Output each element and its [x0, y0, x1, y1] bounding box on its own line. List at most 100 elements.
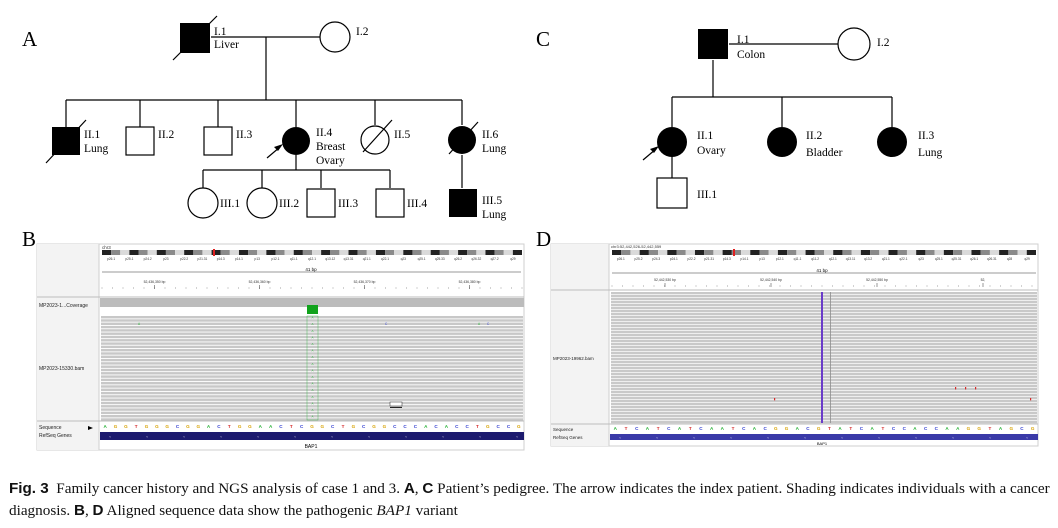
sequence-base: T	[689, 426, 692, 431]
b-refseq-track-label: RefSeq Genes	[39, 433, 72, 439]
ideogram-band	[330, 250, 340, 255]
pedigree-a-III4: III.4	[375, 188, 427, 218]
ideogram-band	[293, 250, 303, 255]
pedigree-c-II3: II.3 Lung	[877, 127, 943, 159]
read	[101, 325, 523, 329]
strand-chevron-icon: ‹	[767, 435, 769, 440]
read	[611, 409, 1037, 412]
proband-arrow-icon	[650, 146, 659, 153]
variant-coverage-bar	[307, 305, 318, 314]
band-label: p25.2	[635, 257, 643, 261]
ideogram-band	[202, 250, 212, 255]
band-label: q25.1	[418, 257, 426, 261]
sequence-base: A	[710, 426, 714, 431]
sequence-base: C	[300, 424, 304, 429]
band-label: p21.31	[198, 257, 208, 261]
svg-text:I.2: I.2	[356, 26, 369, 38]
strand-chevron-icon: ‹	[989, 435, 991, 440]
sequence-base: A	[753, 426, 757, 431]
band-label: q12.1	[308, 257, 316, 261]
variant-base: A	[311, 362, 313, 366]
band-label: q13.11	[846, 257, 856, 261]
strand-chevron-icon: ‹	[257, 434, 259, 439]
pedigree-c-II1: II.1 Ovary	[642, 127, 726, 161]
read	[101, 322, 523, 325]
strand-chevron-icon: ‹	[878, 435, 880, 440]
band-label: q25.33	[435, 257, 445, 261]
b-gene-label: BAP1	[305, 444, 318, 450]
sequence-base: A	[956, 426, 960, 431]
strand-chevron-icon: ‹	[619, 435, 621, 440]
band-label: p14.1	[235, 257, 243, 261]
svg-text:III.4: III.4	[407, 198, 427, 210]
pedigree-a-I2: I.2	[319, 21, 369, 53]
sequence-base: A	[259, 424, 263, 429]
svg-text:III.1: III.1	[697, 189, 717, 201]
read	[611, 373, 1037, 376]
strand-chevron-icon: ‹	[109, 434, 111, 439]
sequence-base: G	[114, 424, 118, 429]
mismatch-base	[774, 398, 776, 401]
band-label: q11.1	[794, 257, 802, 261]
read	[611, 313, 1037, 316]
pedigree-a-II1: II.1 Lung	[45, 119, 109, 164]
ideogram-band	[824, 250, 834, 255]
svg-text:II.3: II.3	[236, 129, 253, 141]
sequence-base: A	[424, 424, 428, 429]
ideogram-band	[916, 250, 926, 255]
read	[611, 388, 1037, 391]
variant-base: A	[311, 415, 313, 419]
caption-text-3: Aligned sequence data show the pathogeni…	[103, 502, 377, 519]
band-label: q23	[401, 257, 407, 261]
strand-chevron-icon: ‹	[442, 434, 444, 439]
band-label: p24.3	[652, 257, 660, 261]
proband-arrow-icon	[274, 144, 283, 151]
ideogram-band	[485, 250, 495, 255]
caption-text-2: Patient’s pedigree. The arrow indicates …	[9, 480, 1050, 519]
sequence-base: A	[945, 426, 949, 431]
sequence-base: A	[796, 426, 800, 431]
variant-base: A	[311, 382, 313, 386]
ideogram-band	[962, 250, 972, 255]
insertion-marker	[389, 401, 403, 407]
svg-text:II.1: II.1	[697, 130, 714, 142]
ideogram-band	[184, 250, 194, 255]
sequence-base: C	[496, 424, 500, 429]
ideogram-band	[138, 250, 148, 255]
ideogram-band	[385, 250, 395, 255]
sequence-base: G	[165, 424, 169, 429]
read	[101, 319, 523, 322]
sequence-base: A	[721, 426, 725, 431]
b-span-label: 41 bp	[305, 267, 317, 272]
svg-text:III.2: III.2	[279, 198, 299, 210]
read	[611, 391, 1037, 394]
sequence-base: C	[176, 424, 180, 429]
pedigree-a-II3: II.3	[203, 126, 253, 156]
band-label: p12.1	[776, 257, 784, 261]
ideogram-band	[879, 250, 889, 255]
ideogram-band	[156, 250, 166, 255]
deletion-marker	[390, 407, 402, 408]
read	[101, 385, 523, 388]
ideogram-band	[175, 250, 185, 255]
ideogram-band	[906, 250, 917, 255]
read	[611, 298, 1037, 301]
ideogram-band	[102, 250, 112, 255]
band-label: p24.2	[144, 257, 152, 261]
sequence-base: C	[860, 426, 864, 431]
read	[611, 421, 1037, 424]
band-label: p13	[255, 257, 261, 261]
sequence-base: G	[321, 424, 325, 429]
read	[611, 358, 1037, 361]
ideogram-band	[694, 250, 705, 255]
reference-guide-line	[830, 292, 831, 423]
ideogram-band	[394, 250, 404, 255]
panel-a-pedigree: A I.1 Liver	[22, 15, 507, 221]
d-reads	[611, 292, 1037, 424]
band-label: p26.1	[107, 257, 115, 261]
ideogram-band	[220, 250, 230, 255]
caption-fig-number: Fig. 3	[9, 480, 49, 497]
